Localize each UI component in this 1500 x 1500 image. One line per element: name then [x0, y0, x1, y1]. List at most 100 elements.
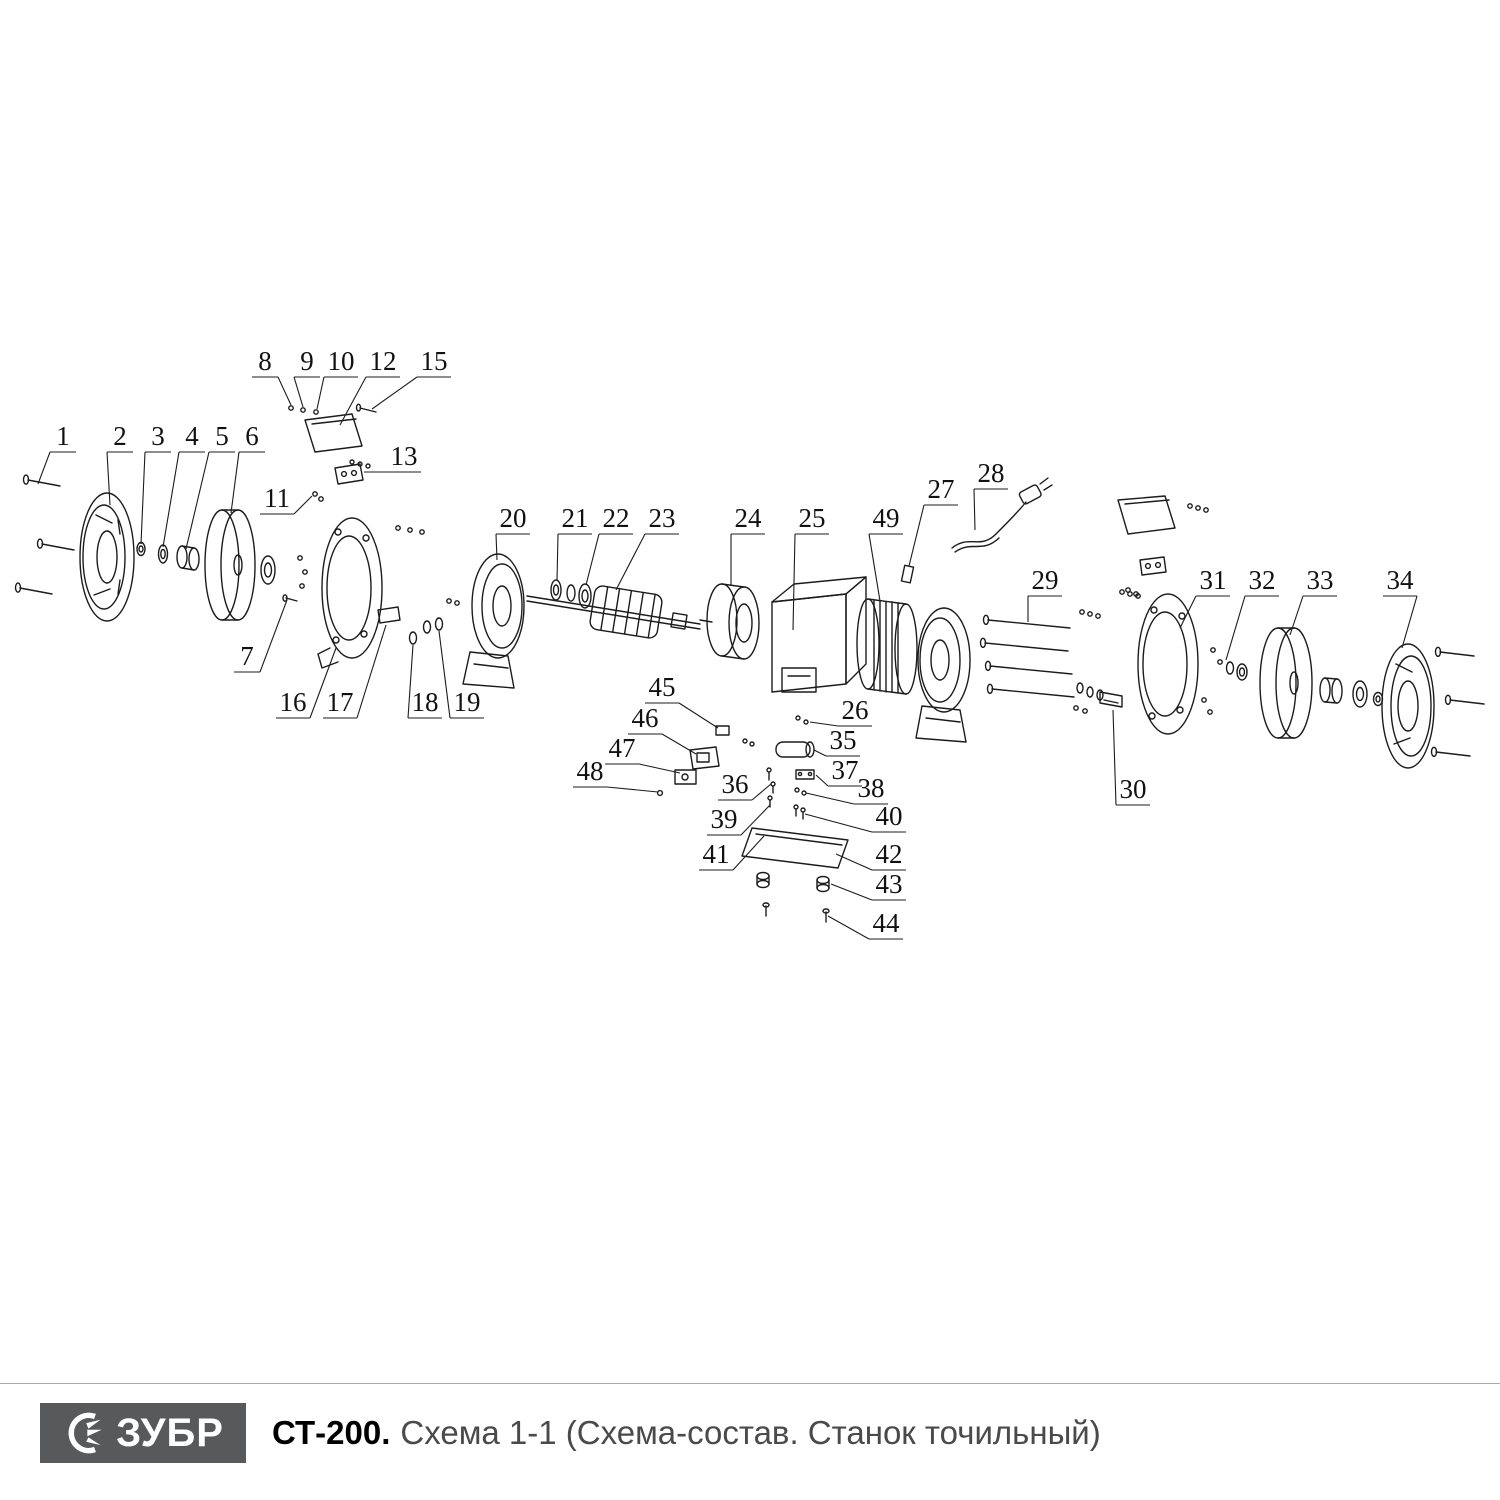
leader-line-48: [606, 786, 659, 793]
part-number-4: 4: [185, 421, 199, 451]
part-number-29: 29: [1032, 565, 1059, 595]
leader-line-45: [678, 702, 719, 729]
power-cord: [951, 477, 1053, 553]
leader-line-27: [908, 504, 925, 567]
leader-line-6: [230, 451, 240, 514]
part-number-47: 47: [609, 733, 636, 763]
part-number-3: 3: [151, 421, 165, 451]
part-number-28: 28: [978, 458, 1005, 488]
part-number-45: 45: [649, 672, 676, 702]
left-mount-screws: [14, 474, 75, 595]
part-number-46: 46: [632, 703, 659, 733]
part-number-16: 16: [280, 687, 307, 717]
leader-line-33: [1289, 595, 1304, 636]
leader-line-46: [661, 733, 697, 755]
leader-line-35: [813, 749, 827, 757]
leader-line-44: [827, 915, 870, 940]
leader-line-21: [556, 533, 559, 582]
part-number-34: 34: [1387, 565, 1415, 595]
part-number-48: 48: [577, 756, 604, 786]
model-number: СТ-200.: [272, 1414, 391, 1451]
right-mount-screws: [1430, 646, 1485, 757]
leader-line-39: [740, 804, 771, 836]
leader-line-42: [835, 853, 873, 871]
part-number-18: 18: [412, 687, 439, 717]
cord-clamp: [795, 769, 815, 780]
left-bearing: [260, 555, 276, 585]
capacitor: [775, 715, 815, 758]
base-plate: [741, 827, 849, 869]
stator-housing: [771, 576, 867, 693]
leader-line-34: [1401, 595, 1418, 649]
rubber-feet: [756, 871, 830, 893]
footer: ЗУБР СТ-200.Схема 1-1 (Схема-состав. Ста…: [0, 1383, 1500, 1500]
part-number-25: 25: [799, 503, 826, 533]
motor-housing-right: [915, 607, 971, 743]
part-number-35: 35: [830, 725, 857, 755]
leader-line-20: [495, 533, 498, 561]
switch: [689, 746, 720, 770]
part-number-9: 9: [300, 346, 314, 376]
right-wheel-guard: [1137, 593, 1199, 735]
part-number-38: 38: [858, 773, 885, 803]
leader-line-8: [277, 376, 292, 406]
terminal-part: [900, 564, 915, 584]
switch-knob: [715, 725, 755, 747]
part-number-30: 30: [1120, 774, 1147, 804]
part-number-17: 17: [327, 687, 354, 717]
part-number-26: 26: [842, 695, 869, 725]
leader-line-18: [407, 644, 414, 719]
guard-bracket-right: [1099, 691, 1123, 708]
guard-screws-top: [395, 525, 425, 535]
leader-line-12: [339, 376, 367, 426]
leader-line-43: [830, 883, 873, 901]
right-eye-shield: [1117, 495, 1209, 597]
leader-line-19: [438, 630, 451, 719]
leader-line-28: [973, 488, 976, 531]
tie-bolts: [979, 614, 1075, 698]
leader-line-3: [140, 451, 146, 545]
leader-line-17: [356, 624, 387, 719]
scheme-title: Схема 1-1 (Схема-состав. Станок точильны…: [400, 1414, 1101, 1451]
part-number-22: 22: [603, 503, 630, 533]
part-number-33: 33: [1307, 565, 1334, 595]
part-number-13: 13: [391, 441, 418, 471]
leader-line-32: [1225, 595, 1246, 661]
part-number-1: 1: [56, 421, 70, 451]
part-number-10: 10: [328, 346, 355, 376]
rotor-assembly: [526, 585, 713, 639]
part-number-39: 39: [711, 804, 738, 834]
scheme-caption: СТ-200.Схема 1-1 (Схема-состав. Станок т…: [272, 1414, 1101, 1452]
bearing-housing: [706, 583, 760, 660]
stator: [856, 598, 918, 695]
leader-line-16: [309, 647, 337, 719]
left-screw-cluster: [282, 555, 308, 602]
part-number-2: 2: [113, 421, 127, 451]
zubr-logo-text: ЗУБР: [116, 1411, 224, 1455]
leader-line-49: [868, 533, 881, 602]
leader-line-36: [751, 783, 772, 801]
part-number-36: 36: [722, 769, 749, 799]
part-number-21: 21: [562, 503, 589, 533]
right-grinding-wheel: [1259, 627, 1313, 739]
leader-line-9: [293, 376, 304, 408]
part-number-11: 11: [264, 483, 290, 513]
leader-line-5: [185, 451, 210, 550]
footer-divider: [0, 1383, 1500, 1384]
leader-line-1: [37, 451, 51, 485]
leader-line-2: [106, 451, 111, 506]
leader-line-11: [293, 495, 313, 515]
switch-bracket: [656, 769, 697, 797]
left-guard-cover: [79, 492, 135, 622]
leader-line-23: [615, 533, 646, 591]
shield-bracket: [312, 463, 364, 502]
leader-line-41: [732, 835, 765, 871]
motor-housing-left: [462, 553, 525, 689]
spacer-bracket: [377, 598, 460, 645]
part-number-41: 41: [703, 839, 730, 869]
part-number-27: 27: [928, 474, 955, 504]
part-number-31: 31: [1200, 565, 1227, 595]
part-number-40: 40: [876, 801, 903, 831]
